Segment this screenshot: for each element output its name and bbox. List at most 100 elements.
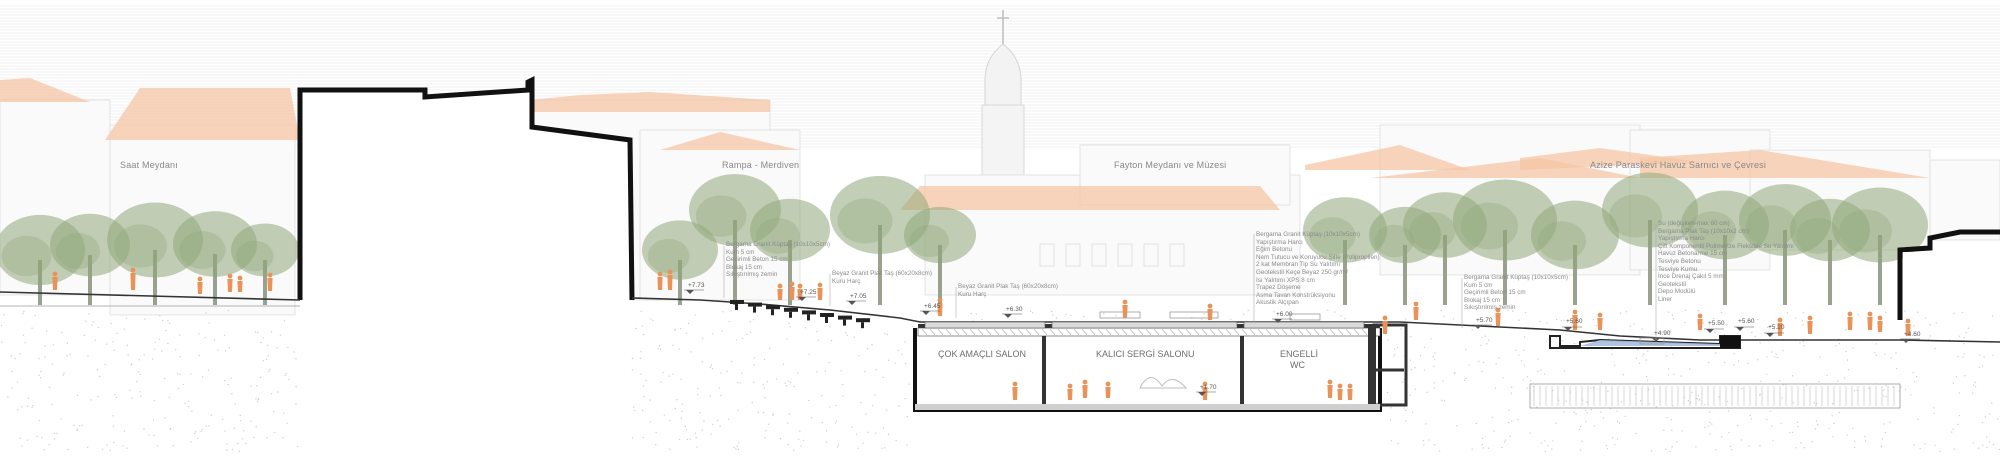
soil-dot [655,431,657,434]
soil-dot [1961,311,1964,314]
soil-dot [36,435,38,438]
soil-dot [727,418,730,420]
soil-dot [1883,389,1885,391]
soil-dot [1600,411,1602,413]
soil-dot [161,350,163,352]
person-figure [1597,312,1603,318]
truss-line [1217,328,1224,336]
soil-dot [3,314,5,316]
tree-canopy [1687,211,1737,251]
soil-dot [1697,395,1700,397]
soil-dot [283,320,286,322]
soil-dot [90,399,92,401]
soil-dot [276,347,278,349]
soil-dot [1913,444,1915,446]
soil-dot [1754,335,1756,338]
soil-dot [200,430,202,432]
soil-dot [230,377,232,379]
soil-dot [1666,417,1668,419]
soil-dot [699,412,701,414]
soil-dot [1704,404,1706,406]
soil-dot [153,348,156,350]
soil-dot [1733,364,1735,366]
soil-dot [1423,346,1426,349]
soil-dot [178,387,180,390]
soil-dot [741,337,744,340]
person-figure [130,273,136,290]
soil-dot [1766,326,1769,328]
soil-dot [1526,376,1528,378]
soil-dot [1650,450,1653,452]
soil-dot [1857,313,1859,316]
truss-line [985,328,992,336]
soil-dot [845,332,847,334]
soil-dot [254,331,257,333]
soil-dot [1687,399,1689,402]
soil-dot [112,442,115,444]
person-figure [1327,385,1333,398]
soil-dot [1390,440,1393,442]
soil-dot [764,396,766,399]
note-line: Tesviye Betonu [1658,257,1701,265]
soil-dot [63,372,65,375]
soil-dot [1400,328,1402,330]
note-line: Sıkıştırılmış zemin [1464,304,1516,312]
soil-dot [1900,386,1902,388]
soil-dot [1555,422,1557,424]
soil-dot [226,449,228,451]
soil-dot [60,418,62,420]
soil-dot [1394,353,1396,355]
soil-dot [76,394,79,397]
truss-line [977,328,984,336]
soil-dot [1835,345,1837,347]
soil-dot [1616,420,1619,423]
window-outline [1091,243,1107,267]
soil-dot [1635,357,1638,360]
underground-shell [913,328,1382,412]
soil-dot [1780,422,1782,425]
soil-dot [1397,347,1399,349]
truss-line [1113,328,1120,336]
soil-dot [1405,318,1407,320]
soil-dot [1442,380,1444,382]
person-figure [197,282,203,294]
soil-dot [1480,344,1482,347]
soil-dot [1494,387,1497,389]
truss-line [1233,328,1240,336]
note-line: Blokaj 15 cm [726,263,763,271]
soil-dot [1242,313,1245,316]
soil-dot [270,331,273,333]
soil-dot [97,395,99,398]
soil-dot [1845,329,1847,331]
note-line: Geotekstil Keçe Beyaz 250 gr/m² [1256,268,1349,276]
soil-dot [1646,379,1649,381]
tree-canopy [695,195,747,237]
truss-line [1145,328,1152,336]
cistern-tank [1529,383,1901,409]
note-line: Nem Tutucu ve Koruyucu Şilte (Polipropil… [1256,253,1380,261]
soil-dot [797,372,799,374]
zone-label-rampa: Rampa - Merdiven [722,160,800,170]
soil-dot [696,446,698,448]
soil-dot [1991,402,1993,404]
soil-dot [1616,410,1618,412]
soil-dot [1560,320,1563,322]
soil-dot [674,407,677,410]
soil-dot [1393,348,1396,350]
person-figure [1572,309,1578,315]
truss-line [1169,328,1176,336]
person-figure [1207,309,1213,320]
skylight [1051,321,1238,329]
soil-dot [1782,384,1784,386]
note-line: Geotekstil [1658,280,1686,288]
soil-dot [1759,393,1761,396]
soil-dot [792,449,795,451]
window-outline [1169,243,1185,267]
soil-dot [1517,418,1519,421]
soil-dot [642,333,645,336]
soil-dot [936,312,938,314]
soil-dot [674,328,676,331]
soil-dot [790,381,792,384]
soil-dot [1672,353,1674,356]
soil-dot [1482,361,1485,364]
